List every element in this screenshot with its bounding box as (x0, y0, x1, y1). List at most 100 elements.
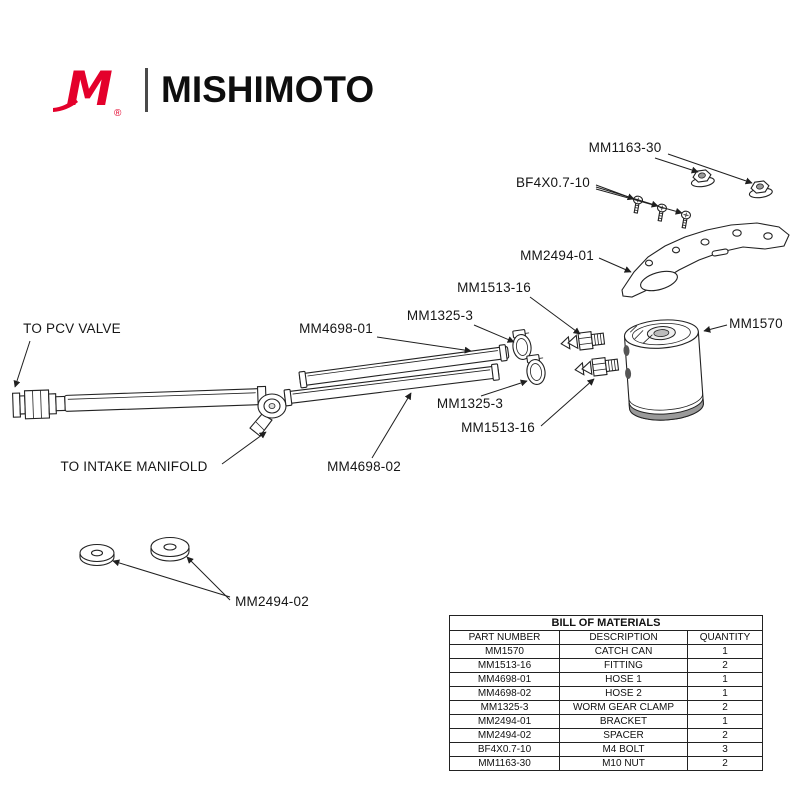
catch-can-hatch (629, 325, 653, 344)
brand-name: MISHIMOTO (161, 69, 375, 110)
bom-quantity: 2 (686, 700, 764, 715)
leader-bracket (598, 257, 632, 273)
bom-row: MM2494-01 BRACKET 1 (449, 714, 764, 729)
bom-row: MM1513-16 FITTING 2 (449, 658, 764, 673)
label-mm2494-02: MM2494-02 (235, 594, 309, 609)
bom-title: BILL OF MATERIALS (448, 615, 764, 631)
bom-part-number: MM4698-01 (449, 672, 560, 687)
leader-spacer-2 (186, 556, 231, 601)
m10-nut-1 (690, 169, 715, 188)
label-mm1163-30: MM1163-30 (589, 140, 662, 155)
bom-description: M4 BOLT (559, 742, 688, 757)
bom-row: BF4X0.7-10 M4 BOLT 3 (449, 742, 764, 757)
leader-spacer-1 (112, 559, 231, 598)
m4-bolt-2 (656, 203, 668, 222)
bom-description: HOSE 2 (559, 686, 688, 701)
bom-header-row: PART NUMBER DESCRIPTION QUANTITY (449, 630, 764, 645)
spacer-washer-2 (150, 536, 190, 562)
label-mm4698-02: MM4698-02 (327, 459, 401, 474)
bracket-slot (711, 248, 729, 257)
label-bf4x07-10: BF4X0.7-10 (516, 175, 590, 190)
bom-quantity: 1 (686, 672, 764, 687)
bill-of-materials: BILL OF MATERIALS PART NUMBER DESCRIPTIO… (448, 615, 764, 771)
bom-row: MM1325-3 WORM GEAR CLAMP 2 (449, 700, 764, 715)
spacer-washer-1 (79, 543, 115, 567)
leader-nut-1 (654, 157, 699, 174)
leader-intake-manifold (221, 431, 267, 465)
brand-header: M ® MISHIMOTO (52, 62, 375, 119)
bom-title-row: BILL OF MATERIALS (448, 615, 764, 631)
bom-description: WORM GEAR CLAMP (559, 700, 688, 715)
bom-col-part-number: PART NUMBER (449, 630, 560, 645)
bom-table: BILL OF MATERIALS PART NUMBER DESCRIPTIO… (448, 615, 764, 771)
bracket (621, 222, 790, 298)
pcv-hose-coupler (23, 389, 51, 420)
bracket-large-hole (640, 270, 678, 292)
bom-row: MM4698-02 HOSE 2 1 (449, 686, 764, 701)
bom-quantity: 2 (686, 658, 764, 673)
worm-gear-clamp-upper (512, 329, 532, 360)
pcv-hose (12, 385, 267, 420)
hose-2 (283, 363, 500, 407)
bom-description: M10 NUT (559, 756, 688, 771)
catch-can (623, 319, 704, 421)
catch-can-port-lower (625, 368, 632, 380)
label-to-pcv-valve: TO PCV VALVE (23, 321, 121, 336)
bom-part-number: MM1163-30 (449, 756, 560, 771)
bom-row: MM4698-01 HOSE 1 1 (449, 672, 764, 687)
leader-hose1 (376, 336, 472, 354)
bom-row: MM1163-30 M10 NUT 2 (449, 756, 764, 771)
bom-part-number: MM2494-02 (449, 728, 560, 743)
bom-part-number: MM1325-3 (449, 700, 560, 715)
bom-part-number: MM1513-16 (449, 658, 560, 673)
leader-fitting-bottom (540, 378, 595, 427)
label-mm1325-3-top: MM1325-3 (407, 308, 473, 323)
bom-description: SPACER (559, 728, 688, 743)
logo-swoosh (53, 98, 78, 112)
fitting-lower (574, 356, 620, 377)
bom-part-number: MM1570 (449, 644, 560, 659)
leader-catch-can (703, 324, 728, 333)
hose-1 (298, 344, 510, 389)
catch-can-port-upper (623, 345, 630, 357)
bom-description: CATCH CAN (559, 644, 688, 659)
bom-row: MM1570 CATCH CAN 1 (449, 644, 764, 659)
bom-col-quantity: QUANTITY (686, 630, 764, 645)
mishimoto-logo-icon: M ® (53, 62, 122, 119)
bom-quantity: 1 (686, 714, 764, 729)
leader-nut-2 (667, 153, 753, 185)
bom-row: MM2494-02 SPACER 2 (449, 728, 764, 743)
label-mm1325-3-bottom: MM1325-3 (437, 396, 503, 411)
m4-bolt-3 (680, 210, 692, 229)
label-mm4698-01: MM4698-01 (299, 321, 373, 336)
bom-description: FITTING (559, 658, 688, 673)
label-mm1513-16-bottom: MM1513-16 (461, 420, 535, 435)
label-to-intake-manifold: TO INTAKE MANIFOLD (60, 459, 207, 474)
bom-quantity: 3 (686, 742, 764, 757)
leader-bolt-2 (595, 186, 659, 208)
label-mm1570: MM1570 (729, 316, 783, 331)
m10-nut-2 (748, 180, 773, 199)
leader-clamp-top (473, 324, 515, 343)
logo-m: M (66, 62, 113, 117)
brand-divider (145, 68, 148, 112)
label-mm1513-16-top: MM1513-16 (457, 280, 531, 295)
leader-fitting-top (529, 296, 581, 335)
bom-quantity: 2 (686, 756, 764, 771)
bom-quantity: 1 (686, 686, 764, 701)
fitting-upper (560, 330, 606, 351)
bom-quantity: 2 (686, 728, 764, 743)
leader-hose2 (371, 392, 412, 459)
label-mm2494-01: MM2494-01 (520, 248, 594, 263)
bom-description: BRACKET (559, 714, 688, 729)
bom-quantity: 1 (686, 644, 764, 659)
leader-bolt-3 (595, 188, 683, 215)
leader-clamp-bottom (480, 379, 528, 397)
bom-description: HOSE 1 (559, 672, 688, 687)
registered-mark: ® (114, 108, 122, 119)
bom-part-number: MM2494-01 (449, 714, 560, 729)
intake-manifold-fitting (249, 393, 287, 437)
bom-part-number: BF4X0.7-10 (449, 742, 560, 757)
